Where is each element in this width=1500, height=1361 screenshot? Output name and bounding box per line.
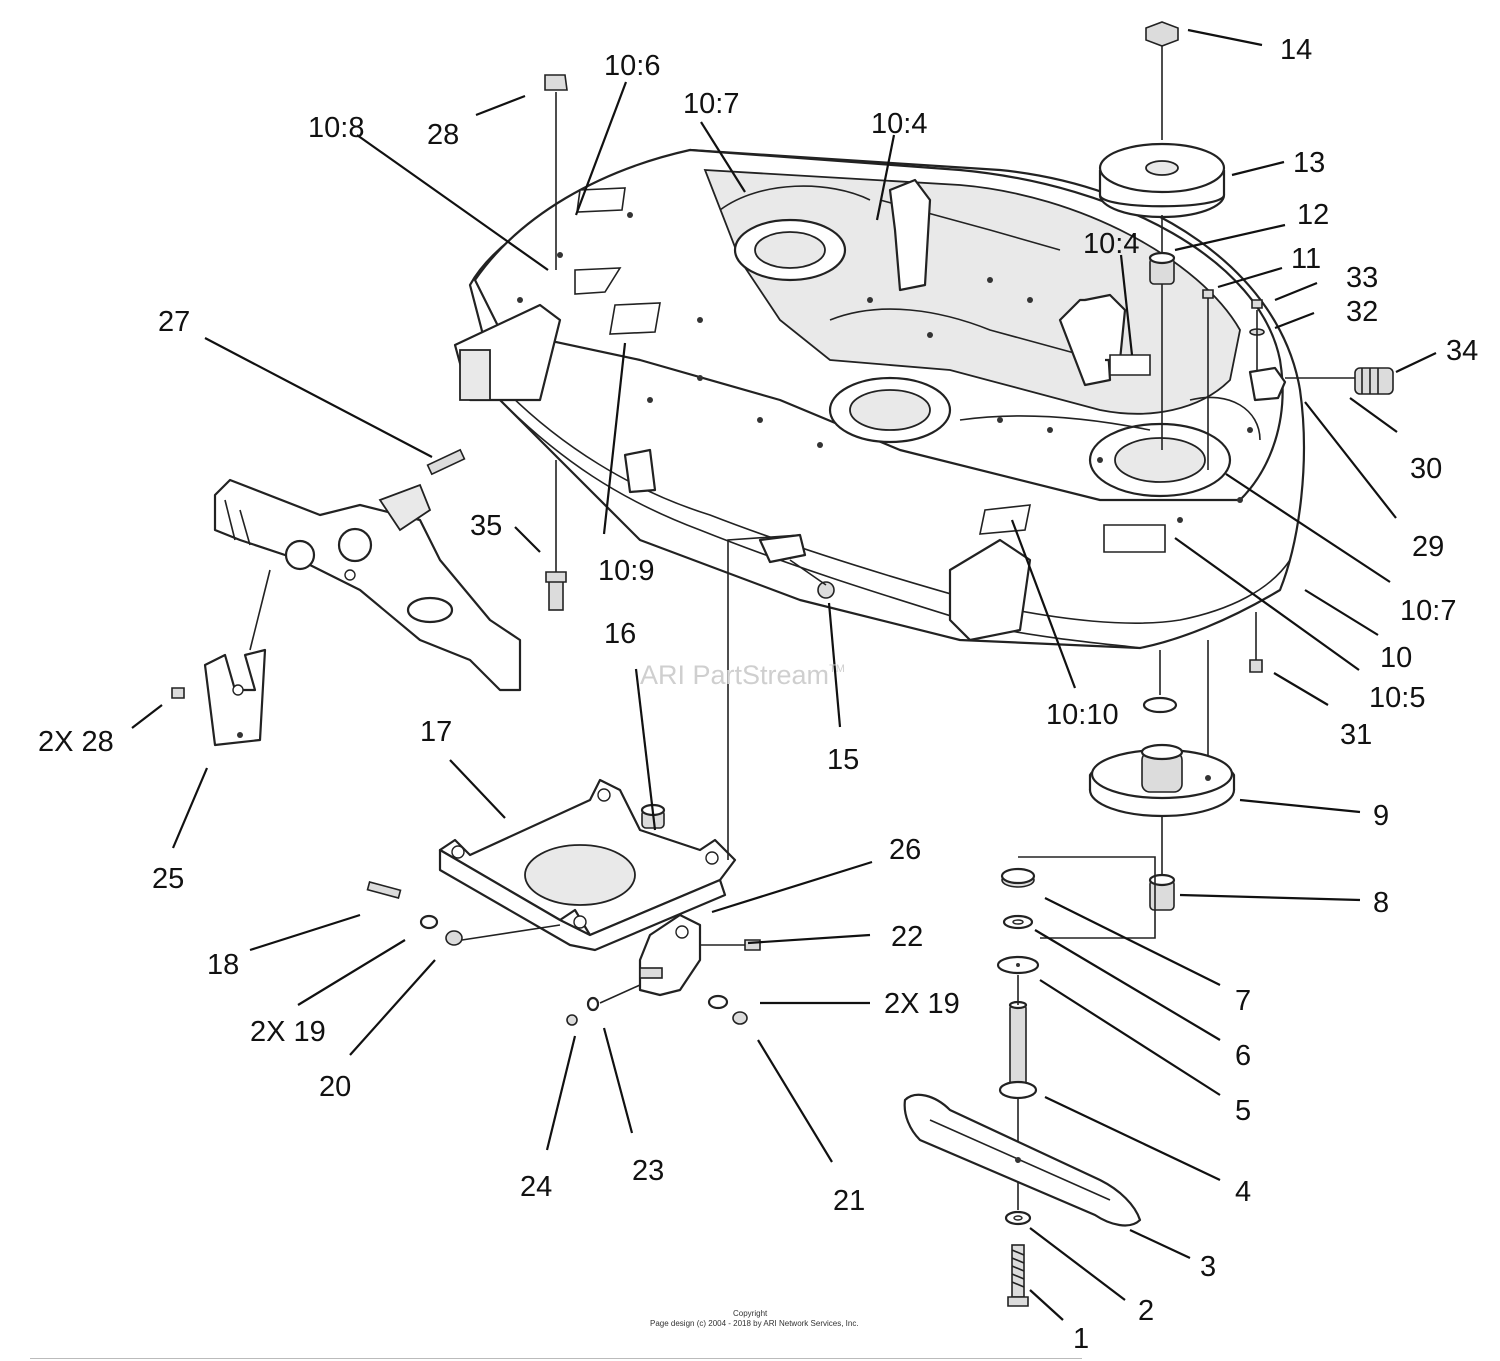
- callout-2x28: 2X 28: [38, 726, 114, 758]
- spacer-12: [1148, 251, 1176, 285]
- callout-5: 5: [1235, 1095, 1251, 1127]
- copyright-line-2: Page design (c) 2004 - 2018 by ARI Netwo…: [650, 1319, 859, 1328]
- callout-11: 11: [1291, 243, 1321, 275]
- callout-23: 23: [632, 1155, 664, 1187]
- callout-28-top: 28: [427, 119, 459, 151]
- footer-divider: [30, 1358, 1082, 1359]
- grease-fitting-34: [1354, 367, 1394, 395]
- callout-26: 26: [889, 834, 921, 866]
- leader-lines: [131, 28, 1437, 1321]
- callout-24: 24: [520, 1171, 552, 1203]
- callout-31: 31: [1340, 719, 1372, 751]
- callout-1: 1: [1073, 1323, 1089, 1355]
- callout-29: 29: [1412, 531, 1444, 563]
- bracket-25: [203, 648, 267, 747]
- callout-2x19-right: 2X 19: [884, 988, 960, 1020]
- callout-10-7-right: 10:7: [1400, 595, 1456, 627]
- blade-3: [903, 1093, 1142, 1227]
- callout-10-10: 10:10: [1046, 699, 1119, 731]
- callout-14: 14: [1280, 34, 1312, 66]
- link-26: [638, 913, 761, 997]
- callout-20: 20: [319, 1071, 351, 1103]
- callout-35: 35: [470, 510, 502, 542]
- spindle-housing-9: [1088, 743, 1236, 818]
- callout-6: 6: [1235, 1040, 1251, 1072]
- fitting-29: [1248, 366, 1287, 402]
- callout-18: 18: [207, 949, 239, 981]
- callout-labels: 1 2 3 4 5 6 7 8 9 10 11 12 13 14 15 16 1…: [38, 34, 1478, 1355]
- callout-9: 9: [1373, 800, 1389, 832]
- callout-13: 13: [1293, 147, 1325, 179]
- callout-21: 21: [833, 1185, 865, 1217]
- deck-housing: [453, 148, 1306, 650]
- watermark: ARI PartStreamTM: [640, 660, 845, 690]
- bolt-27: [426, 448, 466, 476]
- callout-2: 2: [1138, 1295, 1154, 1327]
- pulley-13: [1098, 142, 1226, 219]
- callout-4: 4: [1235, 1176, 1251, 1208]
- callout-34: 34: [1446, 335, 1478, 367]
- callout-10-5: 10:5: [1369, 682, 1425, 714]
- bearing-8: [1148, 873, 1176, 911]
- callout-16: 16: [604, 618, 636, 650]
- bolt-14: [1145, 21, 1179, 47]
- support-arm: [171, 74, 568, 747]
- callout-7: 7: [1235, 985, 1251, 1017]
- callout-15: 15: [827, 744, 859, 776]
- callout-3: 3: [1200, 1251, 1216, 1283]
- callout-22: 22: [891, 921, 923, 953]
- callout-10-4-top: 10:4: [871, 108, 927, 140]
- callout-27: 27: [158, 306, 190, 338]
- callout-10-8: 10:8: [308, 112, 364, 144]
- callout-8: 8: [1373, 887, 1389, 919]
- callout-17: 17: [420, 716, 452, 748]
- callout-10-9: 10:9: [598, 555, 654, 587]
- callout-10-4-right: 10:4: [1083, 228, 1139, 260]
- callout-25: 25: [152, 863, 184, 895]
- callout-32: 32: [1346, 296, 1378, 328]
- spindle-stack-exploded: [903, 21, 1394, 1307]
- callout-12: 12: [1297, 199, 1329, 231]
- callout-10: 10: [1380, 642, 1412, 674]
- spindle-shaft: [1008, 975, 1028, 1086]
- hitch-bracket-17: [438, 534, 801, 952]
- copyright-line-1: Copyright: [733, 1309, 768, 1318]
- bolt-35: [545, 460, 567, 611]
- callout-10-6: 10:6: [604, 50, 660, 82]
- fasteners-center: [366, 559, 835, 1026]
- blade-bolt-1: [1007, 1244, 1029, 1307]
- callout-30: 30: [1410, 453, 1442, 485]
- callout-33: 33: [1346, 262, 1378, 294]
- callout-10-7-top: 10:7: [683, 88, 739, 120]
- callout-2x19-left: 2X 19: [250, 1016, 326, 1048]
